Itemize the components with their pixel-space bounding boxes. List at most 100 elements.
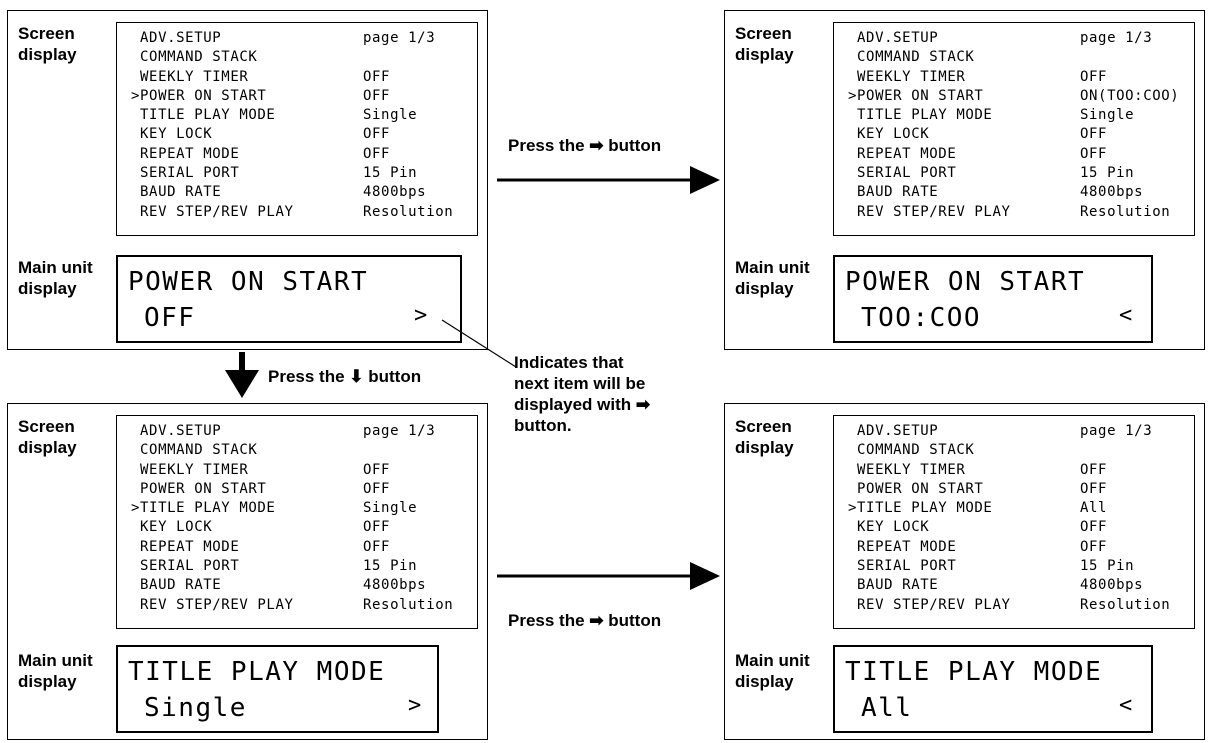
menu-item-label: TITLE PLAY MODE	[848, 107, 993, 124]
caption-press-right-bottom: Press the ➡ button	[508, 611, 662, 630]
note-line: displayed with ➡	[514, 395, 651, 414]
menu-item-label: SERIAL PORT	[848, 165, 957, 182]
menu-item-label: WEEKLY TIMER	[848, 461, 966, 478]
label-line: Screen	[735, 24, 792, 43]
menu-row: REV STEP/REV PLAY Resolution	[131, 203, 477, 222]
screen-display-label: Screen display	[18, 23, 77, 65]
menu-item-label: REPEAT MODE	[848, 145, 957, 162]
right-arrow-top	[497, 166, 720, 194]
menu-item-value: Single	[363, 500, 418, 517]
main-unit-line-2: OFF	[144, 303, 196, 333]
caption-press-down: Press the ⬇ button	[268, 367, 422, 386]
note-line: next item will be	[514, 374, 646, 393]
menu-item-value: 15 Pin	[363, 165, 418, 182]
menu-item-value: 4800bps	[363, 184, 427, 201]
menu-item-value: OFF	[363, 87, 391, 104]
menu-row: REV STEP/REV PLAY Resolution	[848, 203, 1194, 222]
menu-item-value: OFF	[363, 538, 391, 555]
screen-display-label: Screen display	[735, 416, 794, 458]
down-arrow	[225, 352, 259, 398]
main-unit-line-2: TOO:COO	[861, 303, 982, 333]
menu-item-label: REV STEP/REV PLAY	[848, 203, 1011, 220]
menu-item-value: Resolution	[363, 203, 454, 220]
menu-item-label: REV STEP/REV PLAY	[848, 596, 1011, 613]
menu-row: KEY LOCK OFF	[848, 125, 1194, 144]
main-unit-line-2: All	[861, 693, 913, 723]
menu-item-label: >POWER ON START	[848, 87, 984, 104]
menu-row: WEEKLY TIMER OFF	[848, 461, 1194, 480]
menu-item-value: OFF	[363, 480, 391, 497]
menu-item-value: page 1/3	[363, 30, 436, 46]
menu-item-value: 4800bps	[363, 577, 427, 594]
label-line: Screen	[735, 417, 792, 436]
next-item-indicator: >	[414, 303, 428, 328]
main-unit-display-label: Main unit display	[735, 257, 810, 299]
menu-item-label: BAUD RATE	[848, 577, 939, 594]
main-unit-display-label: Main unit display	[735, 650, 810, 692]
menu-item-label: >TITLE PLAY MODE	[848, 500, 993, 517]
main-unit-display-label: Main unit display	[18, 257, 93, 299]
menu-item-label: BAUD RATE	[131, 577, 222, 594]
menu-item-value: OFF	[1080, 461, 1108, 478]
menu-item-value: 15 Pin	[1080, 558, 1135, 575]
screen-display-label: Screen display	[18, 416, 77, 458]
caption-press-right-top: Press the ➡ button	[508, 136, 662, 155]
menu-item-label: KEY LOCK	[848, 126, 930, 143]
menu-item-label: WEEKLY TIMER	[131, 68, 249, 85]
menu-item-value: 4800bps	[1080, 184, 1144, 201]
menu-item-value: OFF	[1080, 480, 1108, 497]
menu-item-label: POWER ON START	[131, 480, 267, 497]
menu-item-value: OFF	[1080, 68, 1108, 85]
menu-item-label: REPEAT MODE	[131, 538, 240, 555]
menu-row: >POWER ON START ON(TOO:COO)	[848, 87, 1194, 106]
menu-row: COMMAND STACK	[848, 441, 1194, 460]
menu-item-value: OFF	[1080, 126, 1108, 143]
menu-item-label: SERIAL PORT	[131, 165, 240, 182]
label-line: display	[735, 438, 794, 457]
right-arrow-bottom	[497, 562, 720, 590]
menu-row: COMMAND STACK	[848, 48, 1194, 67]
menu-item-label: TITLE PLAY MODE	[131, 107, 276, 124]
main-unit-line-1: TITLE PLAY MODE	[845, 657, 1103, 687]
menu-item-value: Resolution	[1080, 203, 1171, 220]
menu-item-value: OFF	[363, 126, 391, 143]
menu-item-value: Single	[1080, 107, 1135, 124]
menu-item-label: SERIAL PORT	[131, 558, 240, 575]
menu-item-value: ON(TOO:COO)	[1080, 87, 1180, 104]
menu-item-label: POWER ON START	[848, 480, 984, 497]
menu-item-label: REV STEP/REV PLAY	[131, 203, 294, 220]
menu-item-value: page 1/3	[363, 423, 436, 439]
screen-display-label: Screen display	[735, 23, 794, 65]
previous-item-indicator: <	[1119, 693, 1133, 718]
menu-item-value: OFF	[363, 519, 391, 536]
label-line: Main unit	[735, 258, 810, 277]
label-line: display	[18, 438, 77, 457]
note-line: button.	[514, 416, 572, 435]
main-unit-line-1: POWER ON START	[845, 267, 1086, 297]
